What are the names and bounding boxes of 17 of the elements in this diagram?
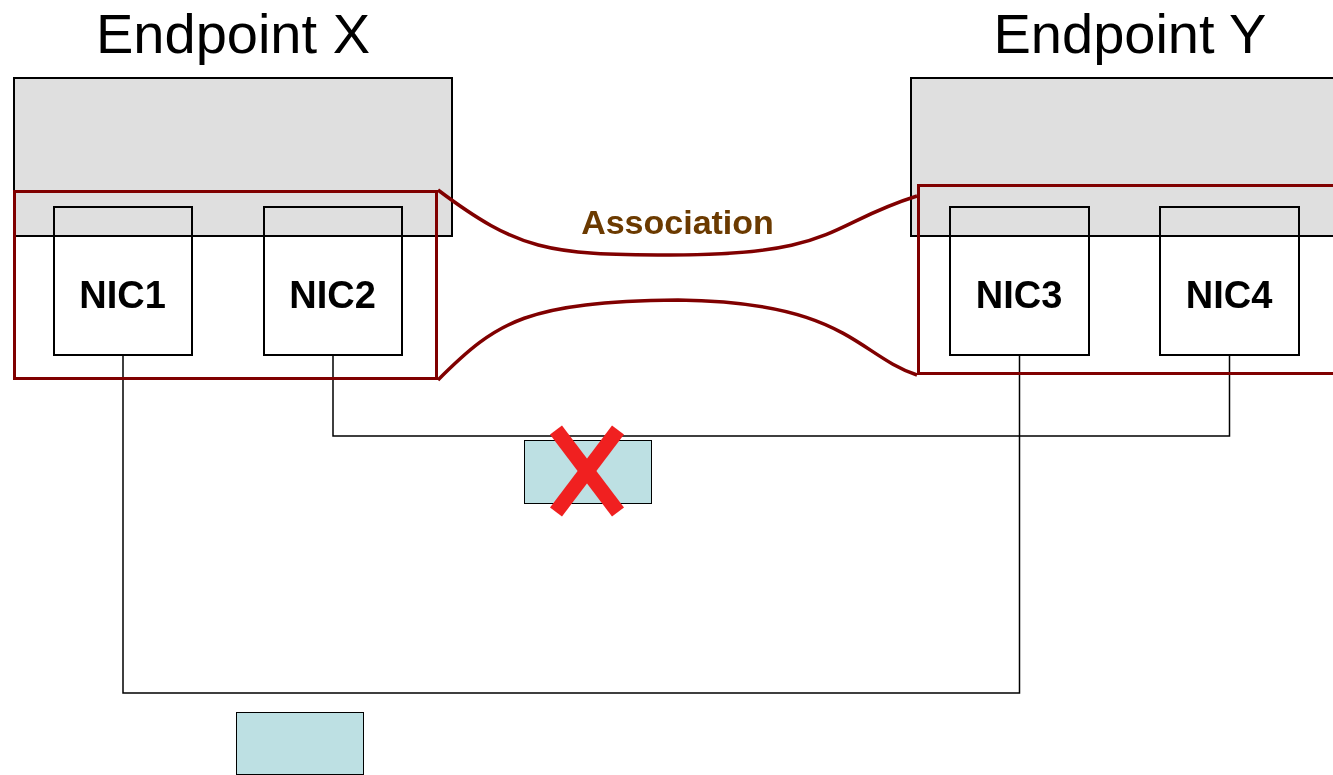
association-curve <box>436 298 918 382</box>
nic-label: NIC1 <box>79 274 166 317</box>
nic-label: NIC4 <box>1185 274 1273 317</box>
association-outline <box>917 184 1333 375</box>
association-outline <box>13 190 438 380</box>
endpoint-heading: Endpoint X <box>95 1 371 66</box>
nic-box <box>948 205 1090 356</box>
connector-line <box>332 355 1231 437</box>
nic-box <box>262 205 403 356</box>
nic-box <box>52 205 193 356</box>
nic-label: NIC2 <box>289 274 376 317</box>
endpoint-heading: Endpoint Y <box>992 1 1268 66</box>
nic-label: NIC3 <box>975 274 1063 317</box>
nic-box <box>1158 205 1300 356</box>
association-curve <box>436 188 918 257</box>
device-box <box>236 712 364 775</box>
connector-line <box>122 355 1021 694</box>
